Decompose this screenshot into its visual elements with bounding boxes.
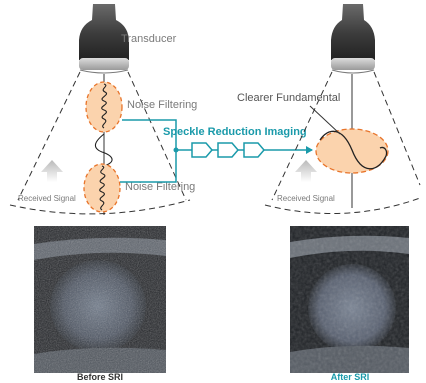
before-sri-ultrasound-image: [34, 226, 166, 373]
speckle-reduction-label: Speckle Reduction Imaging: [163, 126, 307, 138]
arrow-head-right-icon: [306, 146, 313, 154]
noise-filtering-bottom-label: Noise Filtering: [125, 181, 195, 193]
before-sri-caption: Before SRI: [40, 372, 160, 383]
filter-block-2: [218, 143, 238, 157]
noise-filtering-top-label: Noise Filtering: [127, 99, 197, 111]
left-received-signal-arrow-icon: [41, 160, 63, 182]
filter-blocks: [192, 143, 264, 157]
filter-block-1: [192, 143, 212, 157]
filter-block-3: [244, 143, 264, 157]
after-sri-caption: After SRI: [290, 372, 410, 383]
after-sri-ultrasound-image: [290, 226, 409, 373]
received-signal-left-label: Received Signal: [18, 194, 76, 203]
clearer-fundamental-label: Clearer Fundamental: [237, 92, 340, 104]
transducer-label: Transducer: [121, 33, 177, 45]
right-received-signal-arrow-icon: [295, 160, 317, 182]
received-signal-right-label: Received Signal: [277, 194, 335, 203]
fundamental-pointer-line: [310, 106, 340, 134]
right-transducer-icon: [331, 4, 375, 73]
connector-junction: [174, 148, 179, 153]
